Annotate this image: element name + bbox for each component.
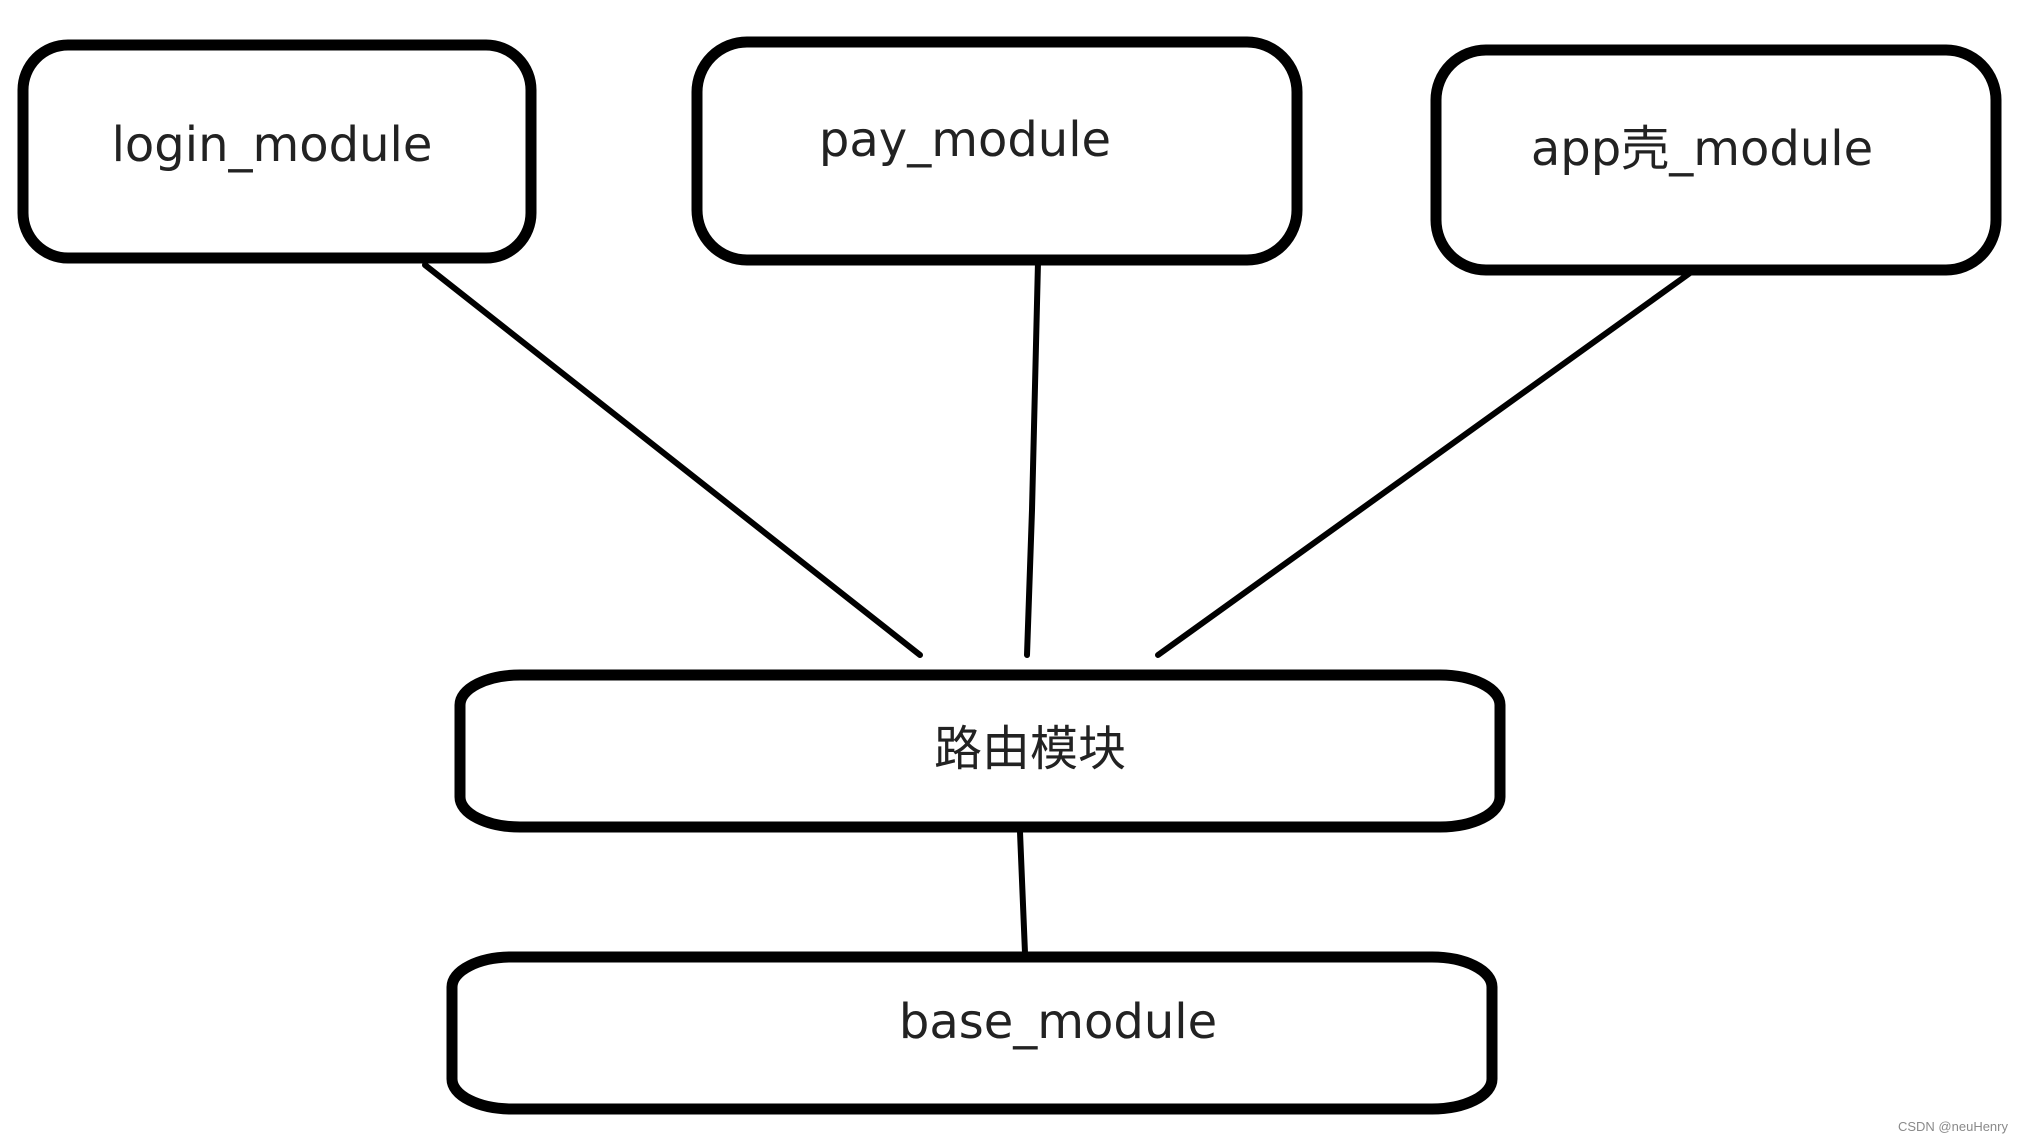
edge-router-to-base	[1017, 829, 1028, 956]
base-module-label: base_module	[899, 994, 1217, 1050]
app-shell-module-label: app壳_module	[1531, 121, 1873, 177]
base-module-box	[446, 951, 1498, 1115]
node-router-module: 路由模块	[454, 669, 1506, 833]
pay-module-label: pay_module	[819, 112, 1111, 168]
connectors	[422, 259, 1693, 956]
node-login-module: login_module	[17, 39, 537, 264]
login-module-label: login_module	[112, 117, 433, 173]
edge-app-to-router	[1155, 270, 1693, 658]
router-module-label: 路由模块	[934, 721, 1126, 777]
router-module-box	[454, 669, 1506, 833]
edge-login-to-router	[422, 262, 923, 658]
watermark-text: CSDN @neuHenry	[1897, 1119, 2008, 1134]
node-pay-module: pay_module	[691, 36, 1303, 266]
app-shell-module-box	[1430, 44, 2002, 276]
edge-pay-to-router	[1024, 259, 1041, 658]
pay-module-box	[691, 36, 1303, 266]
node-base-module: base_module	[446, 951, 1498, 1115]
login-module-box	[17, 39, 537, 264]
node-app-shell-module: app壳_module	[1430, 44, 2002, 276]
